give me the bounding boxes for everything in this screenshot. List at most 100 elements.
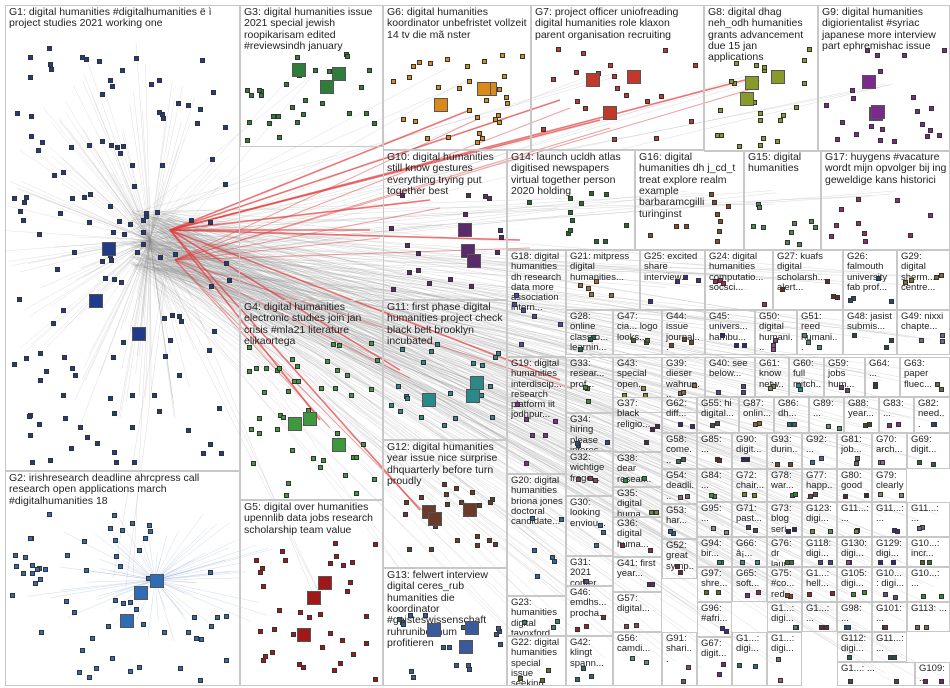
- graph-node: [712, 200, 717, 205]
- group-g9: G9: digital humanities digiorientalist #…: [818, 5, 950, 152]
- graph-node: [120, 68, 125, 73]
- graph-node: [198, 107, 203, 112]
- graph-node: [411, 64, 416, 69]
- group-g105: G105: digi...: [837, 567, 872, 602]
- group-g71: G71: past...: [732, 502, 767, 537]
- graph-node: [413, 119, 418, 124]
- graph-node: [612, 74, 617, 79]
- group-g59: G59: jobs hum...: [824, 357, 865, 397]
- graph-node: [819, 456, 824, 461]
- group-g30: G30: looking enviou...: [566, 496, 613, 556]
- group-g16: G16: digital humanities dh j_cd_t treat …: [635, 150, 744, 250]
- graph-node: [740, 560, 745, 565]
- graph-node: [276, 114, 281, 119]
- graph-node: [601, 530, 606, 535]
- graph-node: [850, 88, 855, 93]
- graph-node: [325, 359, 330, 364]
- graph-node: [119, 280, 124, 285]
- graph-node: [939, 387, 944, 392]
- group-g96: G96: #afri...: [697, 602, 732, 637]
- graph-node: [263, 654, 268, 659]
- graph-hub-node: [434, 98, 448, 112]
- group-label: G1...: hell...: [806, 569, 834, 590]
- group-g64: G64: ...: [865, 357, 900, 397]
- graph-node: [290, 448, 295, 453]
- graph-node: [170, 313, 175, 318]
- graph-node: [43, 567, 48, 572]
- graph-node: [108, 526, 113, 531]
- group-g46: G46: emdhs... procha...: [566, 586, 613, 636]
- graph-node: [942, 48, 947, 53]
- graph-node: [847, 655, 852, 660]
- graph-node: [398, 409, 403, 414]
- group-label: G10...: incr...: [911, 539, 947, 560]
- graph-node: [903, 280, 908, 285]
- graph-node: [201, 451, 206, 456]
- group-g101: G101: ...: [872, 602, 907, 632]
- group-label: G1...: ...: [806, 604, 834, 625]
- group-label: G19: digital humanities interdiscip... r…: [511, 359, 563, 421]
- group-label: G10: digital humanities still know gestu…: [387, 152, 504, 197]
- graph-node: [215, 615, 220, 620]
- graph-node: [404, 500, 409, 505]
- graph-node: [682, 337, 687, 342]
- graph-node: [888, 655, 893, 660]
- graph-hub-node: [332, 67, 346, 81]
- graph-node: [751, 224, 756, 229]
- graph-node: [848, 298, 853, 303]
- graph-node: [466, 193, 471, 198]
- graph-node: [862, 231, 867, 236]
- graph-node: [15, 111, 20, 116]
- graph-node: [575, 677, 580, 682]
- graph-node: [880, 460, 885, 465]
- graph-node: [467, 108, 472, 113]
- graph-node: [612, 137, 617, 142]
- graph-node: [895, 529, 900, 534]
- group-label: G5: digital over humanities upennlib dat…: [244, 502, 380, 536]
- graph-node: [659, 94, 664, 99]
- group-g95: G95: ...: [697, 502, 732, 537]
- graph-node: [624, 93, 629, 98]
- graph-node: [762, 65, 767, 70]
- group-label: G12: digital humanities year issue nice …: [387, 442, 504, 487]
- graph-node: [327, 69, 332, 74]
- graph-hub-node: [771, 70, 785, 84]
- graph-hub-node: [465, 621, 479, 635]
- group-g87: G87: onlin...: [739, 397, 774, 433]
- graph-node: [264, 366, 269, 371]
- graph-node: [480, 363, 485, 368]
- graph-node: [495, 250, 500, 255]
- group-label: G23: humanities digital tayoxford lookin…: [511, 598, 563, 636]
- group-label: G66: â¡...: [736, 539, 764, 560]
- graph-node: [551, 625, 556, 630]
- graph-node: [33, 581, 38, 586]
- group-g28: G28: online classro... learnin...: [566, 310, 613, 355]
- graph-node: [583, 106, 588, 111]
- graph-node: [21, 218, 26, 223]
- graph-node: [247, 345, 252, 350]
- graph-node: [802, 58, 807, 63]
- graph-node: [345, 54, 350, 59]
- graph-node: [878, 138, 883, 143]
- graph-node: [908, 233, 913, 238]
- graph-node: [121, 601, 126, 606]
- graph-node: [939, 594, 944, 599]
- graph-node: [82, 195, 87, 200]
- graph-node: [675, 279, 680, 284]
- graph-node: [373, 542, 378, 547]
- graph-node: [428, 61, 433, 66]
- graph-node: [132, 184, 137, 189]
- graph-node: [72, 250, 77, 255]
- graph-node: [21, 571, 26, 576]
- graph-hub-node: [862, 75, 876, 89]
- group-g94: G94: bir...: [697, 537, 732, 567]
- graph-node: [17, 297, 22, 302]
- group-label: G24: digital humanities computatio... so…: [709, 252, 770, 293]
- graph-node: [711, 526, 716, 531]
- group-label: G11...: ...: [911, 504, 947, 525]
- graph-node: [648, 299, 653, 304]
- graph-node: [178, 666, 183, 671]
- group-g4: G4: digital humanities electronic studie…: [240, 300, 383, 500]
- graph-node: [217, 406, 222, 411]
- graph-node: [579, 201, 584, 206]
